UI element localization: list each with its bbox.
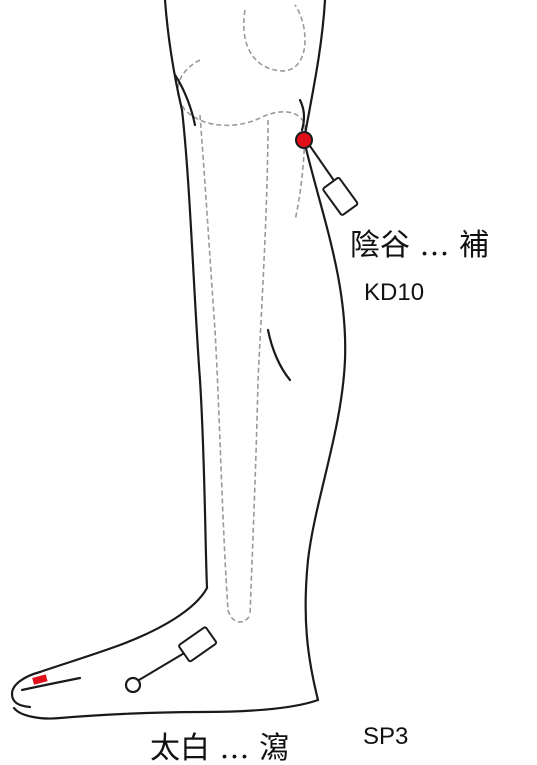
- kd10-needle-tag: [323, 177, 359, 215]
- kd10-name-label: 陰谷 … 補: [350, 228, 489, 263]
- sp3-needle-tag: [178, 627, 217, 662]
- sp3-code-label: SP3: [363, 723, 408, 750]
- kd10-marker: [296, 132, 358, 216]
- leg-outline: [12, 0, 345, 719]
- sp3-point: [126, 678, 140, 692]
- kd10-code-label: KD10: [364, 279, 424, 306]
- toe-red-mark: [32, 674, 47, 684]
- kd10-point: [296, 132, 312, 148]
- sp3-name-label: 太白 … 瀉: [150, 731, 289, 765]
